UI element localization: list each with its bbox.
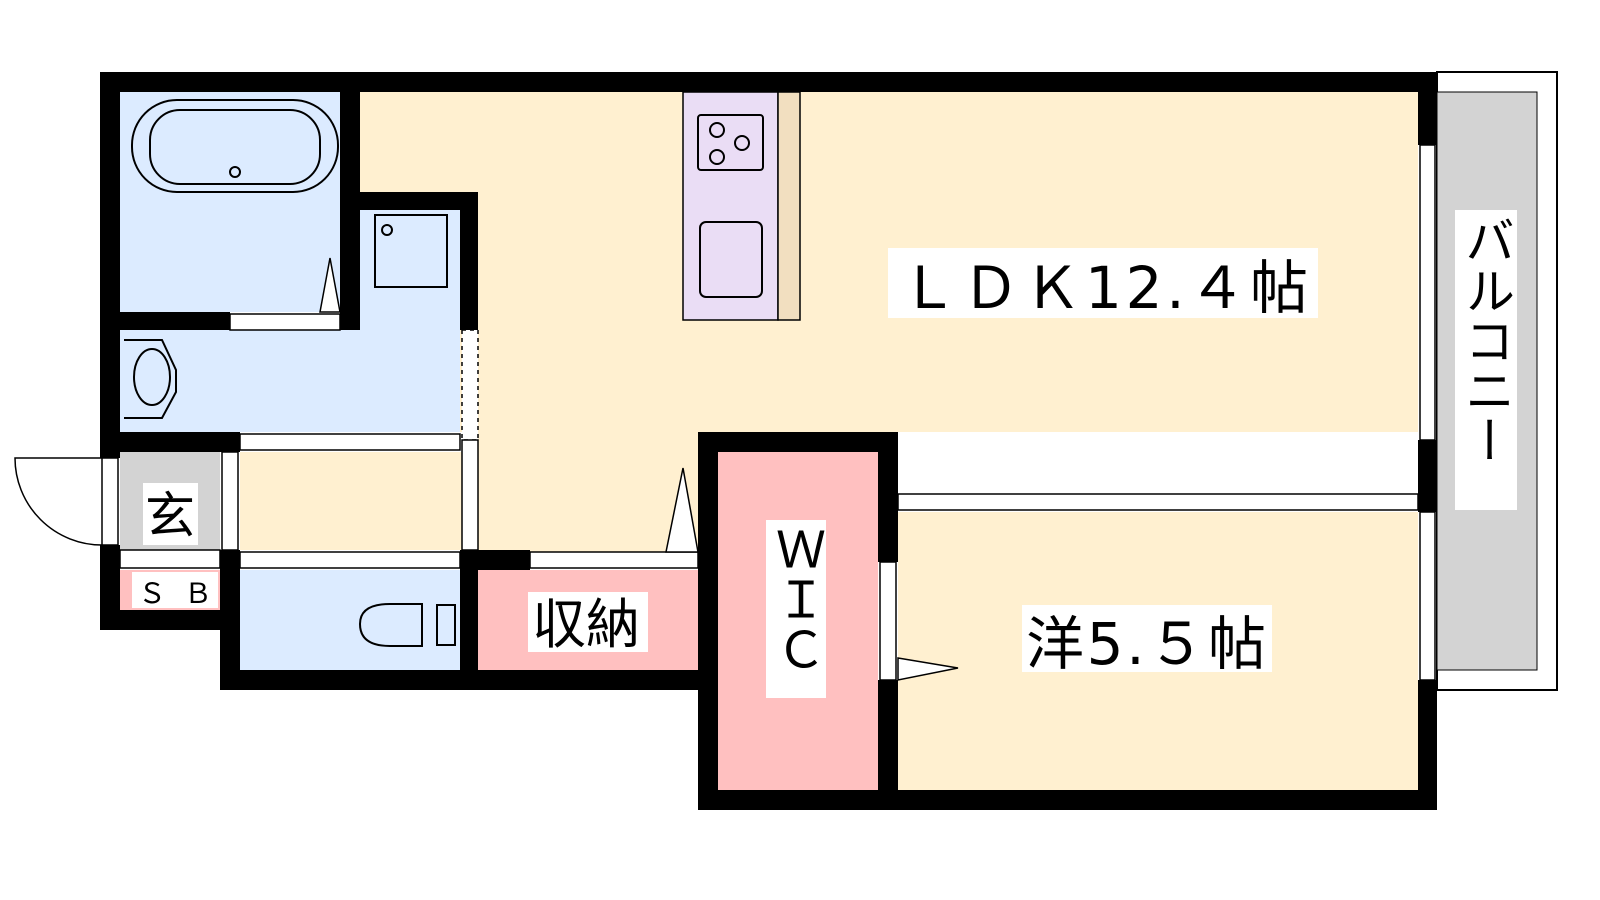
toilet-floor: [240, 570, 460, 670]
hallway-door-top[interactable]: [239, 433, 461, 451]
stove-icon: [697, 114, 764, 171]
balcony: バルコニー: [1436, 71, 1558, 691]
hallway-floor: [240, 452, 462, 550]
fixtures: [124, 91, 801, 647]
entrance-door-frame[interactable]: [101, 457, 119, 546]
storage-door[interactable]: [529, 551, 699, 569]
toilet-icon: [358, 603, 423, 647]
wic-door[interactable]: [879, 561, 897, 681]
washing-machine-icon: [374, 214, 448, 288]
wic-label: ＷＩＣ: [768, 524, 826, 674]
sink-icon: [124, 339, 177, 419]
bathroom-door[interactable]: [229, 313, 341, 331]
storage-label: 収納: [532, 593, 640, 656]
doors-windows: [14, 144, 1436, 681]
washroom-floor: [120, 330, 460, 432]
ldk-label: ＬＤＫ12.４帖: [900, 254, 1308, 322]
window-ldk: [1419, 144, 1436, 441]
entrance-label: 玄: [145, 487, 195, 545]
window-western: [1419, 511, 1436, 681]
bathroom-floor: [120, 92, 340, 312]
bathtub-icon: [131, 99, 339, 193]
walls: [100, 72, 1437, 810]
balcony-label: バルコニー: [1457, 215, 1515, 465]
entrance-door-swing: [14, 457, 103, 546]
washroom-door[interactable]: [461, 329, 479, 441]
room-labels: ＬＤＫ12.４帖 洋5.５帖 ＷＩＣ 収納 玄 ＳＢ: [132, 248, 1318, 698]
floors: [120, 92, 1418, 790]
sliding-door[interactable]: [897, 493, 1419, 511]
kitchen-sink-icon: [699, 221, 763, 298]
hallway-door-bottom[interactable]: [239, 551, 461, 569]
